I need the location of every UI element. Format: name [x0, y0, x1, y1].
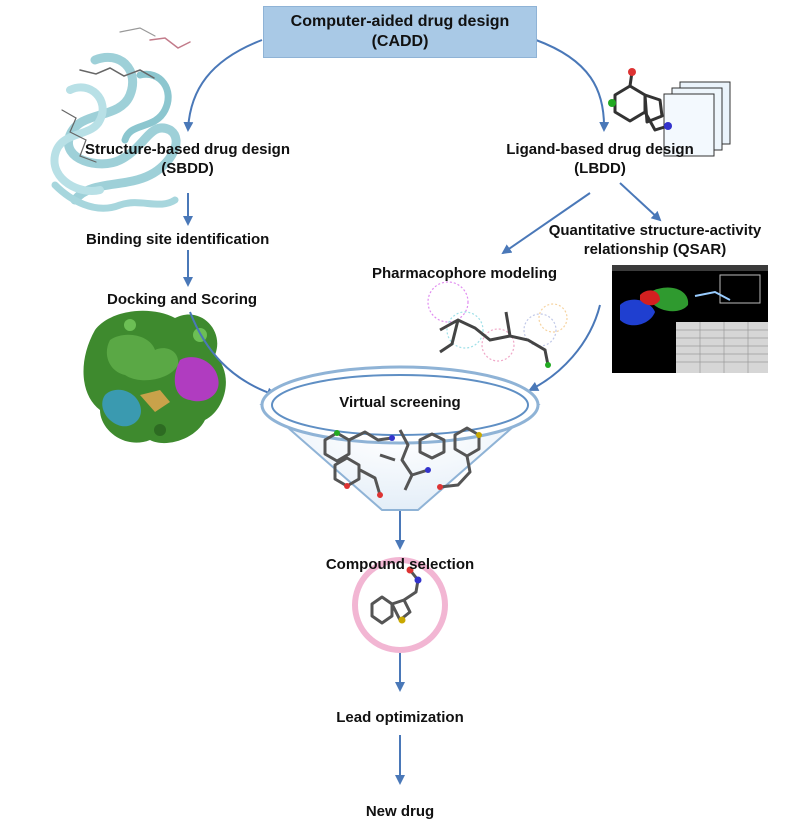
compound-mixture-icon [323, 426, 481, 496]
arrow-docking-to-screening [189, 311, 277, 398]
cadd-title-line2: (CADD) [371, 33, 429, 50]
qsar-title-line1: Quantitative structure-activity [548, 222, 762, 239]
sbdd-title-line2: (SBDD) [161, 160, 214, 177]
cadd-title-box: Computer-aided drug design (CADD) [263, 6, 537, 58]
pharmacophore-label: Pharmacophore modeling [372, 265, 558, 282]
molecule-documents-icon [608, 68, 731, 157]
arrow-cadd-to-lbdd [535, 39, 610, 132]
cadd-title-line1: Computer-aided drug design [290, 13, 510, 30]
flow-arrows [183, 39, 662, 785]
qsar-title-line2: relationship (QSAR) [583, 241, 727, 258]
binding-site-label: Binding site identification [86, 231, 270, 248]
new-drug-label: New drug [365, 803, 435, 820]
pharmacophore-model-icon [427, 281, 568, 368]
compound-selection-label: Compound selection [325, 556, 475, 573]
docking-scoring-label: Docking and Scoring [107, 291, 258, 308]
lbdd-title-line1: Ligand-based drug design [506, 141, 694, 158]
qsar-contour-screen-icon [612, 265, 768, 373]
virtual-screening-funnel [259, 365, 541, 511]
virtual-screening-label: Virtual screening [339, 394, 461, 411]
protein-ribbon-icon [50, 27, 191, 212]
lead-optimization-label: Lead optimization [336, 709, 464, 726]
lbdd-title-line2: (LBDD) [574, 160, 626, 177]
sbdd-title-line1: Structure-based drug design [84, 141, 291, 158]
selected-compound-icon [352, 557, 448, 653]
sbdd-title: Structure-based drug design (SBDD) [60, 140, 315, 178]
qsar-title: Quantitative structure-activity relation… [530, 221, 780, 259]
arrow-lbdd-to-pharmacophore [501, 192, 591, 255]
arrow-cadd-to-sbdd [183, 39, 263, 132]
lbdd-title: Ligand-based drug design (LBDD) [480, 140, 720, 178]
mixture-heteroatoms [334, 430, 482, 498]
arrow-qsar-to-screening [528, 304, 601, 391]
protein-surface-icon [83, 310, 226, 444]
arrow-lbdd-to-qsar [619, 182, 662, 222]
